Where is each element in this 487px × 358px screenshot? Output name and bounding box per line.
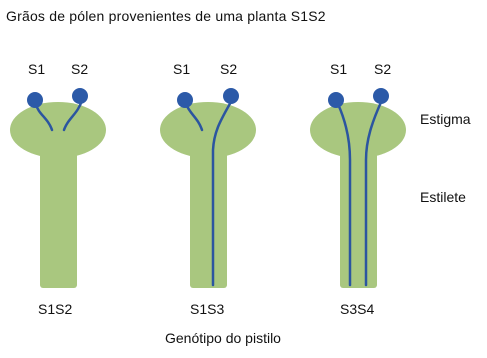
pollen-label-s1: S1 (330, 61, 347, 77)
pollen-grain-s1 (27, 92, 43, 108)
pollen-grain-s1 (177, 92, 193, 108)
pollen-grain-s1 (328, 92, 344, 108)
pollen-tube-s1 (336, 102, 352, 287)
style-label: Estilete (420, 189, 466, 205)
pistil-3: S1 S2 S3S4 (310, 61, 406, 317)
pollen-grain-s2 (223, 88, 239, 104)
pollen-label-s2: S2 (220, 61, 237, 77)
pollen-label-s2: S2 (71, 61, 88, 77)
pistil-genotype: S1S3 (190, 301, 224, 317)
pollen-label-s1: S1 (173, 61, 190, 77)
pistil-genotype-caption: Genótipo do pistilo (165, 330, 281, 346)
diagram-title: Grãos de pólen provenientes de uma plant… (6, 8, 326, 24)
pollen-grain-s2 (373, 88, 389, 104)
pistil-1: S1 S2 S1S2 (10, 61, 106, 317)
style-shape (190, 130, 227, 288)
pollen-tube-s2 (364, 98, 384, 287)
style-shape (40, 130, 77, 288)
stigma-label: Estigma (420, 111, 471, 127)
pistil-genotype: S1S2 (38, 301, 72, 317)
pollen-tube-s2 (211, 98, 234, 287)
pollen-grain-s2 (72, 88, 88, 104)
pollen-label-s2: S2 (374, 61, 391, 77)
pistil-genotype: S3S4 (340, 301, 374, 317)
pistil-2: S1 S2 S1S3 (160, 61, 256, 317)
style-shape (340, 130, 377, 288)
pollen-label-s1: S1 (28, 61, 45, 77)
